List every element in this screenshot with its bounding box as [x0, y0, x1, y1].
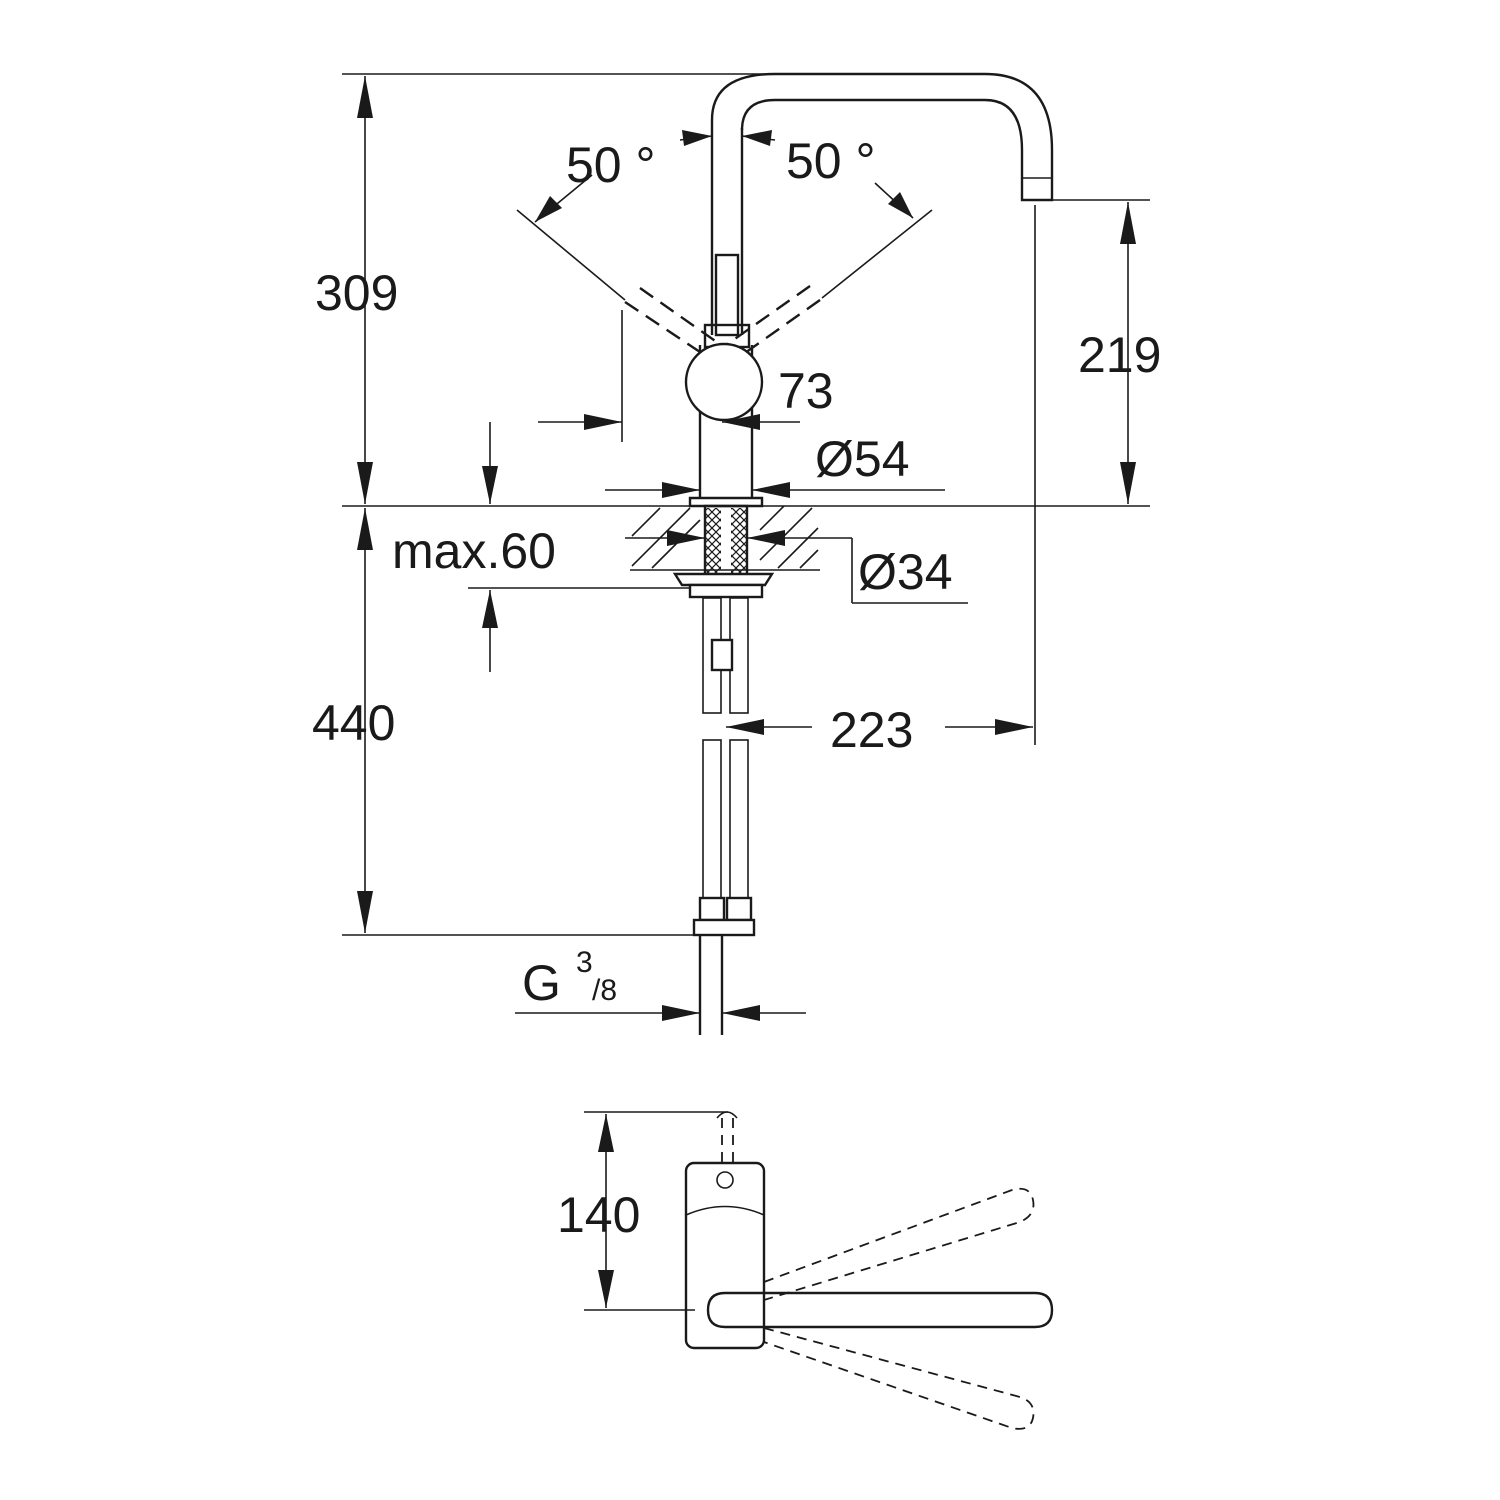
dim-label-50-right: 50 °	[786, 133, 876, 189]
dim-label-309: 309	[315, 265, 398, 321]
deck-section	[630, 505, 820, 571]
hose-braid-right-upper	[731, 508, 746, 574]
dim-label-max-60: max.60	[392, 523, 556, 579]
hose-connector-left	[698, 896, 726, 922]
dim-label-thread-numerator: 3	[576, 946, 593, 979]
dim-label-440: 440	[312, 695, 395, 751]
mounting-nut	[672, 572, 775, 587]
dim-label-thread-g: G	[522, 955, 561, 1011]
lever-right-position-2	[721, 285, 811, 349]
hose-clip	[710, 638, 734, 672]
lever-swing-up	[763, 1187, 1035, 1301]
base-flange	[688, 496, 764, 508]
angle-line-right	[821, 209, 933, 299]
hose-left-lower	[702, 739, 722, 901]
dim-label-diameter-34: Ø34	[858, 544, 953, 600]
side-view: 309 219 50 ° 50 ° 73 Ø54 max.60 Ø34 440 …	[312, 72, 1161, 1035]
top-view-outlet	[716, 1171, 734, 1189]
mounting-washer	[688, 583, 764, 599]
hose-braid-left-upper	[706, 508, 721, 574]
hose-nut	[692, 918, 756, 937]
hose-right-lower	[729, 739, 749, 901]
hose-connector-right	[725, 896, 753, 922]
dim-label-140: 140	[557, 1187, 640, 1243]
dim-label-thread-denominator: /8	[592, 974, 617, 1007]
dim-label-73: 73	[778, 363, 834, 419]
hose-inside-body	[714, 253, 740, 337]
lever-left-position-2	[639, 287, 729, 351]
dim-label-219: 219	[1078, 327, 1161, 383]
lever-top-view	[706, 1291, 1054, 1329]
dim-label-diameter-54: Ø54	[815, 431, 910, 487]
spout	[710, 72, 1054, 202]
lever-swing-down	[763, 1327, 1035, 1430]
body-top-outline	[684, 1161, 766, 1350]
angle-line-left	[516, 209, 626, 301]
dim-label-223: 223	[830, 702, 913, 758]
lever-right-position	[734, 299, 821, 361]
dim-label-50-left: 50 °	[566, 137, 656, 193]
top-view: 140	[557, 1111, 1054, 1430]
lever-knob	[684, 342, 764, 422]
